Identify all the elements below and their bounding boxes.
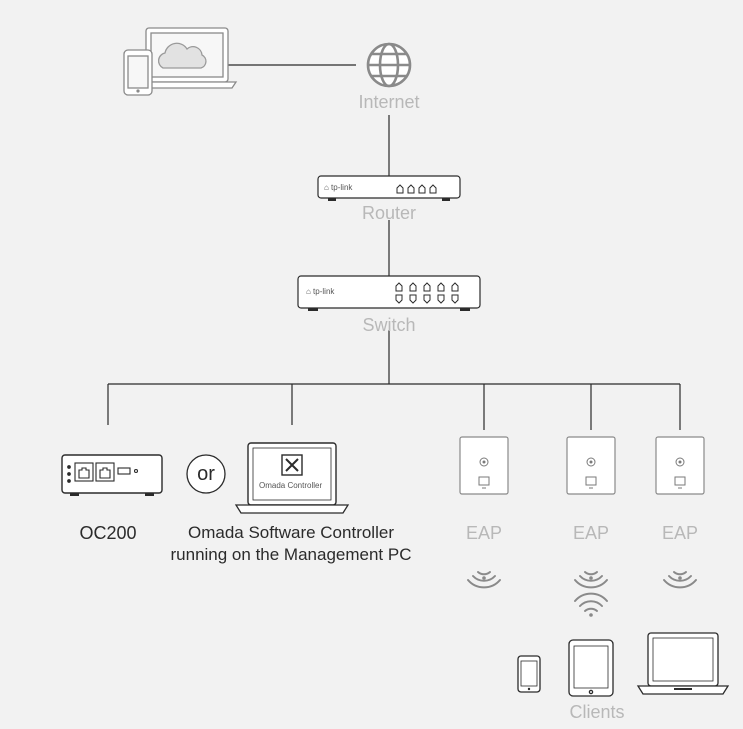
switch-brand-mark: ⌂ tp-link (306, 287, 335, 296)
software-controller-label: Omada Software Controller running on the… (171, 522, 412, 566)
eap-3-wifi-icon (663, 571, 697, 589)
router-icon (317, 175, 461, 201)
client-tablet-icon (568, 639, 614, 697)
or-circle (186, 454, 226, 494)
client-wifi-icon (574, 592, 608, 617)
eap-1-label: EAP (465, 523, 503, 543)
client-laptop-icon (636, 632, 730, 695)
eap-2-wifi-icon (574, 571, 608, 589)
globe-icon (366, 42, 412, 88)
software-controller-line1: Omada Software Controller (188, 523, 394, 542)
switch-icon (297, 275, 481, 311)
eap-2-label: EAP (572, 523, 610, 543)
laptop-controller-icon (234, 442, 350, 514)
router-brand-mark: ⌂ tp-link (324, 183, 353, 192)
client-phone-icon (517, 655, 541, 693)
internet-label: Internet (358, 92, 420, 112)
oc200-device-icon (61, 454, 163, 496)
eap-1-icon (459, 436, 509, 495)
switch-label: Switch (362, 315, 416, 335)
or-label: or (197, 463, 215, 485)
eap-1-wifi-icon (467, 571, 501, 589)
eap-2-icon (566, 436, 616, 495)
cloud-devices-icon (123, 27, 238, 96)
clients-label: Clients (569, 702, 625, 722)
eap-3-label: EAP (661, 523, 699, 543)
router-label: Router (361, 203, 417, 223)
connection-lines (107, 64, 681, 430)
oc200-label: OC200 (79, 523, 137, 543)
laptop-screen-caption: Omada Controller (259, 481, 323, 490)
eap-3-icon (655, 436, 705, 495)
software-controller-line2: running on the Management PC (170, 545, 412, 564)
